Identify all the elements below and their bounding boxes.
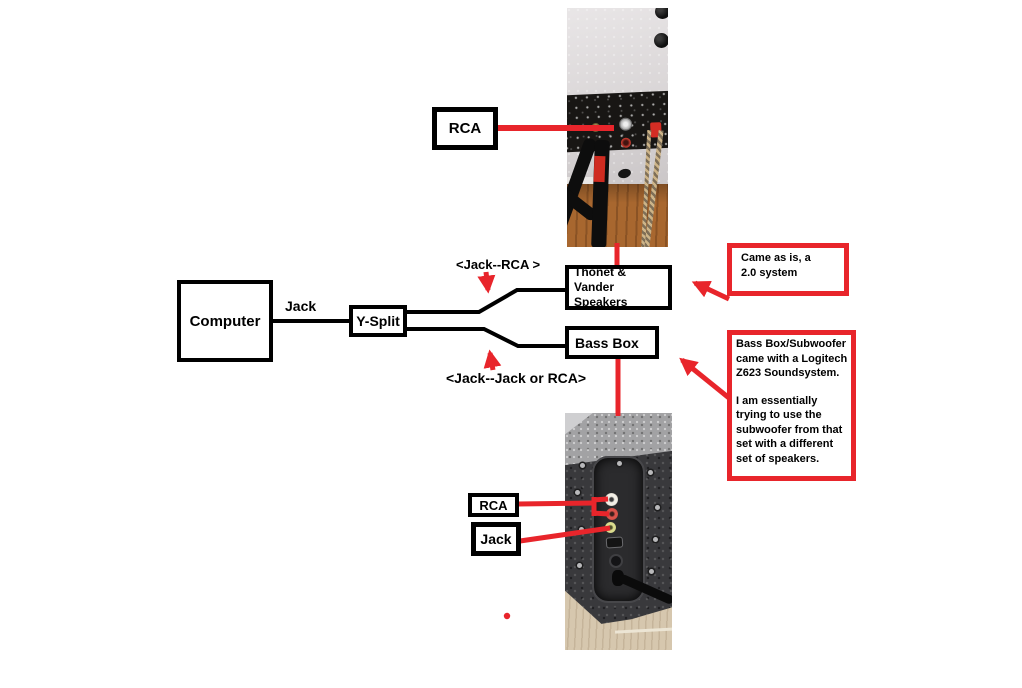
- rca-callout-stub-red: [591, 510, 610, 517]
- ysplit-to-bassbox-line: [405, 327, 567, 348]
- rca-top-label: RCA: [448, 120, 482, 137]
- came-as-is-line1: Came as is, a: [741, 252, 811, 264]
- top-branch-label: <Jack--RCA >: [456, 257, 541, 272]
- round-connector-icon: [609, 554, 623, 568]
- red-rca-jack-icon: [606, 508, 618, 520]
- screw-icon: [654, 33, 668, 48]
- computer-node: Computer: [177, 280, 273, 362]
- speakers-node: Thonet & Vander Speakers: [565, 265, 672, 310]
- screw-icon: [580, 463, 585, 468]
- stray-red-dot: [503, 612, 511, 620]
- bassbox-note: Bass Box/Subwoofer came with a Logitech …: [727, 330, 856, 481]
- computer-label: Computer: [189, 312, 261, 330]
- jack-line-label: Jack: [285, 298, 317, 314]
- rca-top-node: RCA: [432, 107, 498, 150]
- ysplit-label: Y-Split: [356, 313, 400, 329]
- jack-callout-line: [519, 525, 611, 544]
- ysplit-node: Y-Split: [349, 305, 407, 337]
- screw-icon: [655, 8, 668, 19]
- speaker-rear-panel-photo: [567, 8, 668, 247]
- came-as-is-note: Came as is, a 2.0 system: [727, 243, 849, 296]
- red-annotation-lines: [477, 125, 736, 620]
- screw-icon: [579, 527, 584, 532]
- screw-icon: [577, 563, 582, 568]
- black-signal-lines: [273, 288, 567, 348]
- bassbox-label: Bass Box: [575, 334, 639, 351]
- white-rca-jack-icon: [605, 493, 618, 506]
- bassbox-note-gap: [736, 381, 849, 394]
- screw-icon: [617, 461, 622, 466]
- screw-icon: [648, 470, 653, 475]
- bottom-branch-label: <Jack--Jack or RCA>: [446, 370, 587, 386]
- subwoofer-rear-panel-photo: [565, 413, 672, 650]
- up-arrow-icon: [483, 349, 502, 371]
- up-left-arrow-icon: [679, 357, 736, 404]
- rca-callout-stub-white: [591, 496, 609, 503]
- bassbox-note-paragraph-2: I am essentially trying to use the subwo…: [736, 394, 843, 465]
- jack-bottom-node: Jack: [471, 522, 521, 556]
- bassbox-node: Bass Box: [565, 326, 659, 359]
- down-arrow-icon: [477, 271, 496, 294]
- screw-icon: [649, 569, 654, 574]
- came-as-is-line2: 2.0 system: [741, 266, 798, 279]
- screw-icon: [655, 505, 660, 510]
- bassbox-note-paragraph-1: Bass Box/Subwoofer came with a Logitech …: [736, 338, 848, 380]
- screw-icon: [653, 537, 658, 542]
- rca-bottom-label: RCA: [479, 497, 508, 513]
- jack-bottom-label: Jack: [480, 531, 512, 547]
- yellow-aux-jack-icon: [605, 522, 616, 533]
- left-arrow-icon: [691, 280, 731, 302]
- screw-icon: [575, 490, 580, 495]
- speakers-label: Thonet & Vander Speakers: [574, 265, 628, 309]
- ysplit-to-speakers-line: [405, 288, 567, 314]
- rca-bottom-node: RCA: [468, 493, 519, 517]
- rca-callout-line-bottom: [517, 500, 595, 507]
